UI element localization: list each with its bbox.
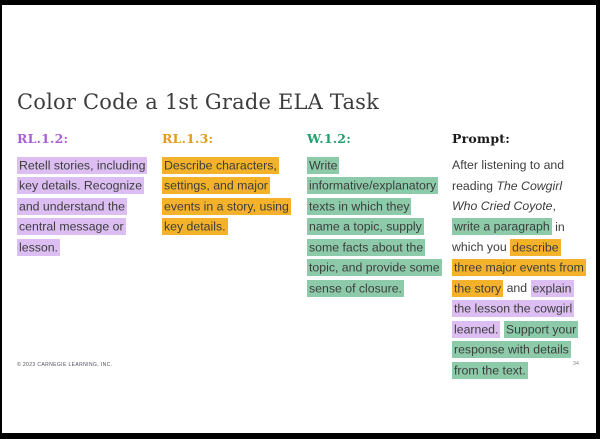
- column-rl-1-2: RL.1.2: Retell stories, including key de…: [17, 131, 150, 381]
- column-prompt: Prompt: After listening to and reading T…: [452, 131, 586, 381]
- text-segment: ,: [552, 199, 556, 213]
- column-body-rl-1-3: Describe characters, settings, and major…: [162, 155, 295, 237]
- column-header-rl-1-3: RL.1.3:: [162, 131, 214, 146]
- columns-row: RL.1.2: Retell stories, including key de…: [17, 131, 586, 381]
- text-segment: write a paragraph: [452, 218, 552, 235]
- column-body-prompt: After listening to and reading The Cowgi…: [452, 155, 586, 381]
- column-header-rl-1-2: RL.1.2:: [17, 131, 69, 146]
- text-segment: After listening to and reading: [452, 158, 565, 193]
- text-segment: Write informative/explanatory texts in w…: [307, 156, 442, 297]
- text-segment: and: [503, 281, 531, 295]
- column-w-1-2: W.1.2: Write informative/explanatory tex…: [307, 131, 442, 381]
- column-header-prompt: Prompt:: [452, 131, 511, 146]
- column-rl-1-3: RL.1.3: Describe characters, settings, a…: [162, 131, 295, 381]
- column-body-rl-1-2: Retell stories, including key details. R…: [17, 155, 150, 258]
- text-segment: The Cowgirl Who Cried Coyote: [452, 178, 563, 214]
- column-body-w-1-2: Write informative/explanatory texts in w…: [307, 155, 442, 299]
- slide: Color Code a 1st Grade ELA Task RL.1.2: …: [2, 5, 596, 433]
- footer-copyright: © 2023 CARNEGIE LEARNING, INC.: [17, 362, 113, 368]
- text-segment: Retell stories, including key details. R…: [17, 156, 148, 256]
- page-number: 34: [572, 361, 579, 367]
- text-segment: in which you: [452, 219, 565, 255]
- slide-title: Color Code a 1st Grade ELA Task: [17, 90, 380, 114]
- text-segment: Describe characters, settings, and major…: [162, 156, 291, 235]
- column-header-w-1-2: W.1.2:: [307, 131, 352, 146]
